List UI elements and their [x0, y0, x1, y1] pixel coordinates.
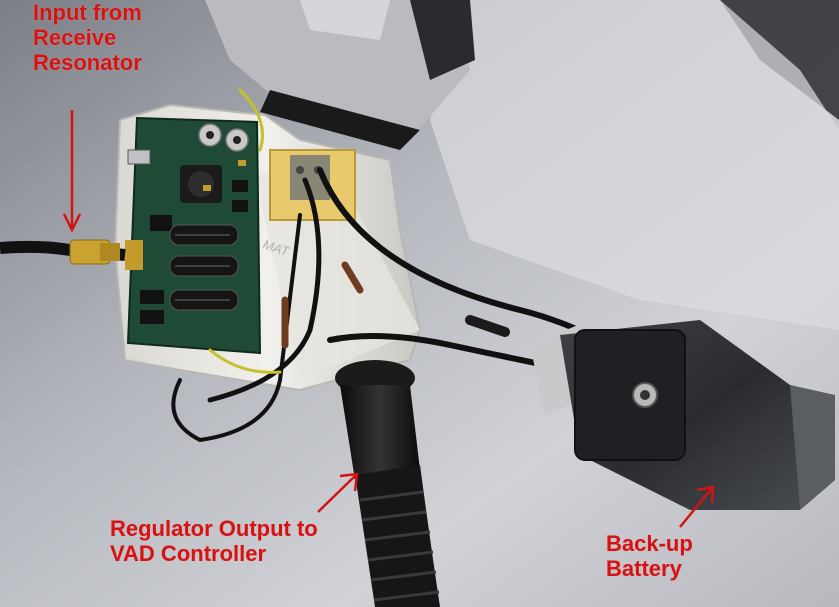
battery-annotation: Back-up Battery: [606, 531, 693, 581]
input-annotation-line: Receive: [33, 25, 117, 50]
input-arrow: [62, 110, 82, 233]
top-mount: [205, 0, 475, 150]
input-annotation: Input from Receive Resonator: [33, 0, 142, 75]
battery-annotation-line: Back-up: [606, 531, 693, 556]
regulator-annotation-line: VAD Controller: [110, 541, 267, 566]
input-annotation-line: Resonator: [33, 50, 142, 75]
regulator-pcb: [125, 116, 262, 355]
battery-arrow: [679, 485, 715, 528]
regulator-output-cable: [335, 360, 440, 607]
backup-battery: [530, 320, 835, 510]
table-surface: [430, 0, 839, 330]
regulator-arrow: [317, 472, 359, 513]
battery-annotation-line: Battery: [606, 556, 682, 581]
sma-connector: [125, 240, 143, 270]
regulator-annotation-line: Regulator Output to: [110, 516, 318, 541]
usb-port: [127, 149, 151, 165]
input-annotation-line: Input from: [33, 0, 142, 25]
regulator-annotation: Regulator Output to VAD Controller: [110, 516, 318, 566]
input-cable: [0, 239, 126, 265]
annotation-arrows: [62, 110, 715, 528]
